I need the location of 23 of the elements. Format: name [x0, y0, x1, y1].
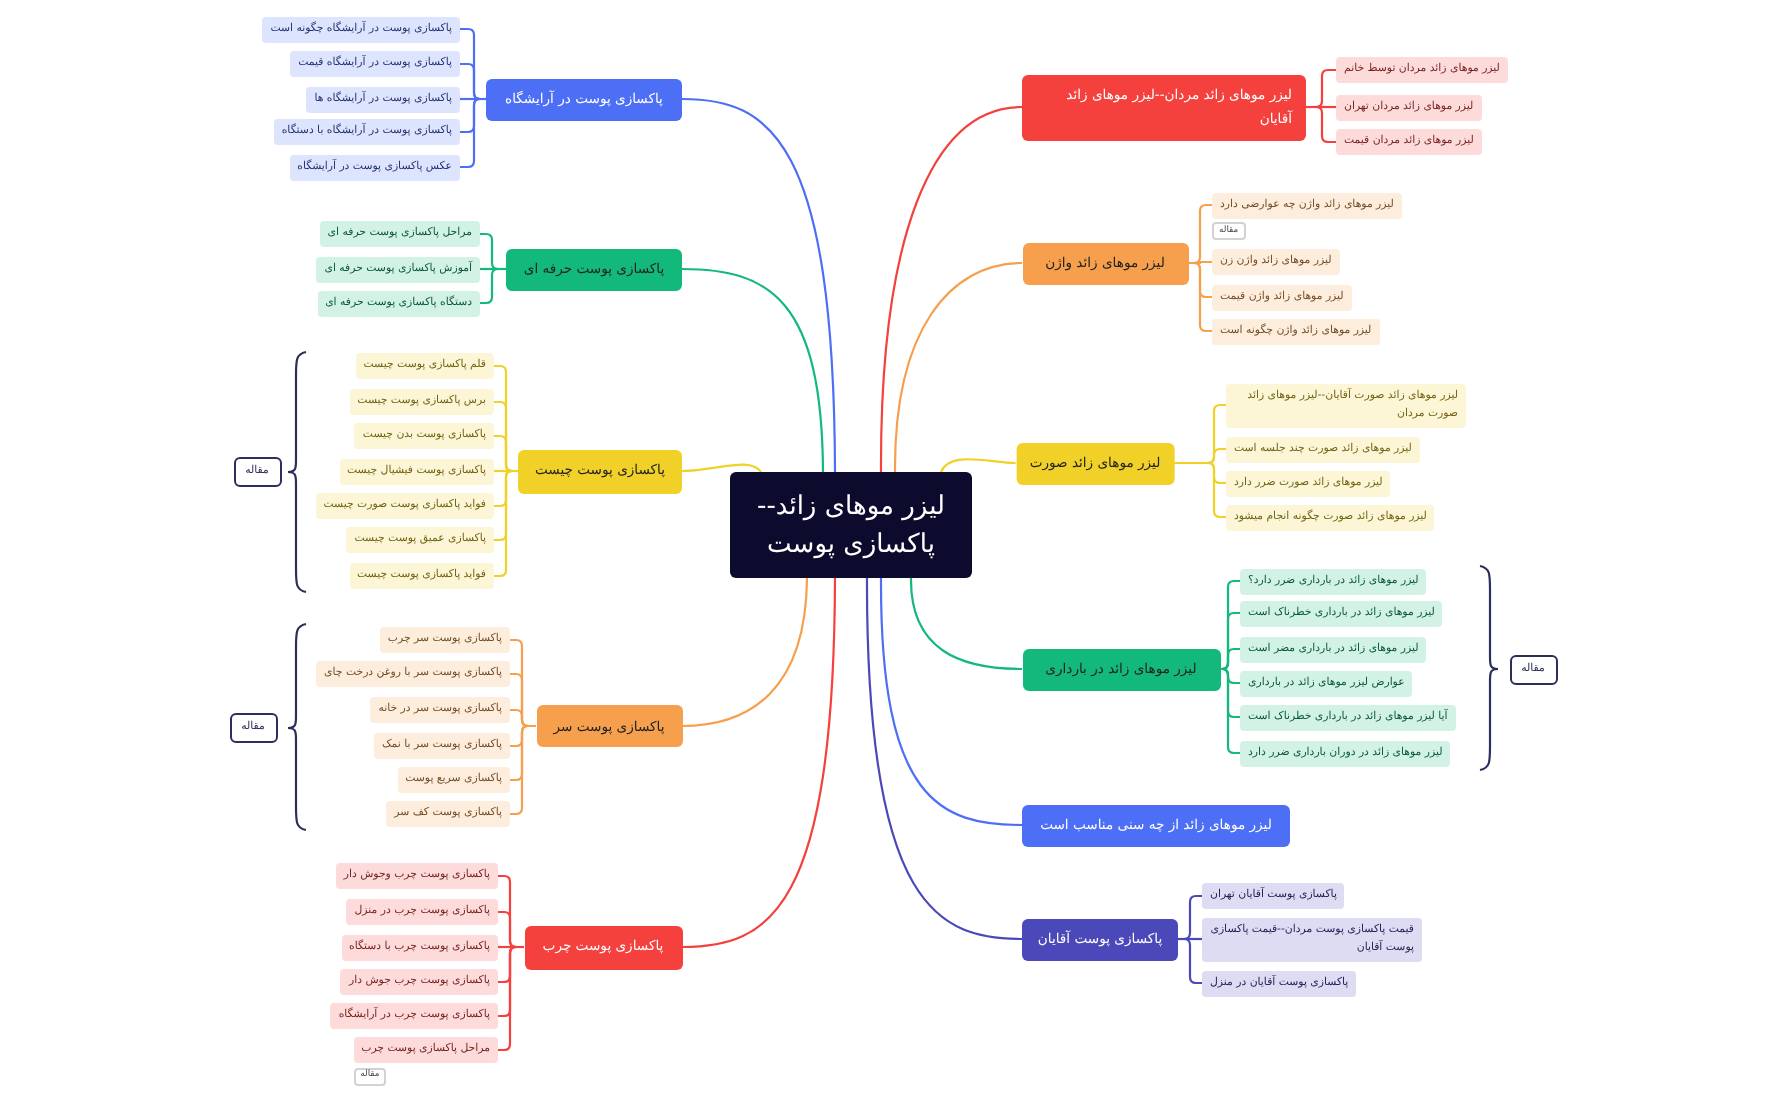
connector-line	[1178, 937, 1202, 985]
connector-line	[1188, 261, 1212, 333]
connector-line	[494, 469, 518, 578]
connector-line	[510, 724, 536, 816]
connector-line	[1220, 667, 1240, 755]
central-topic-box: لیزر موهای زائد--پاکسازی پوست	[730, 472, 972, 578]
connector-line	[1220, 647, 1240, 671]
connector-line	[879, 105, 1023, 472]
connector-line	[681, 577, 837, 949]
connector-line	[681, 463, 762, 473]
connector-line	[893, 261, 1023, 473]
connector-line	[498, 945, 524, 1052]
connector-line	[460, 97, 486, 169]
connector-line	[940, 458, 1016, 473]
connector-line	[909, 577, 1023, 671]
connector-line	[480, 267, 506, 305]
connector-line	[865, 578, 1023, 941]
connector-line	[1306, 105, 1336, 144]
connector-line	[1174, 461, 1226, 519]
connector-line	[681, 267, 825, 473]
connector-line	[681, 97, 837, 473]
connector-line	[879, 577, 1023, 827]
connector-line	[681, 577, 809, 728]
